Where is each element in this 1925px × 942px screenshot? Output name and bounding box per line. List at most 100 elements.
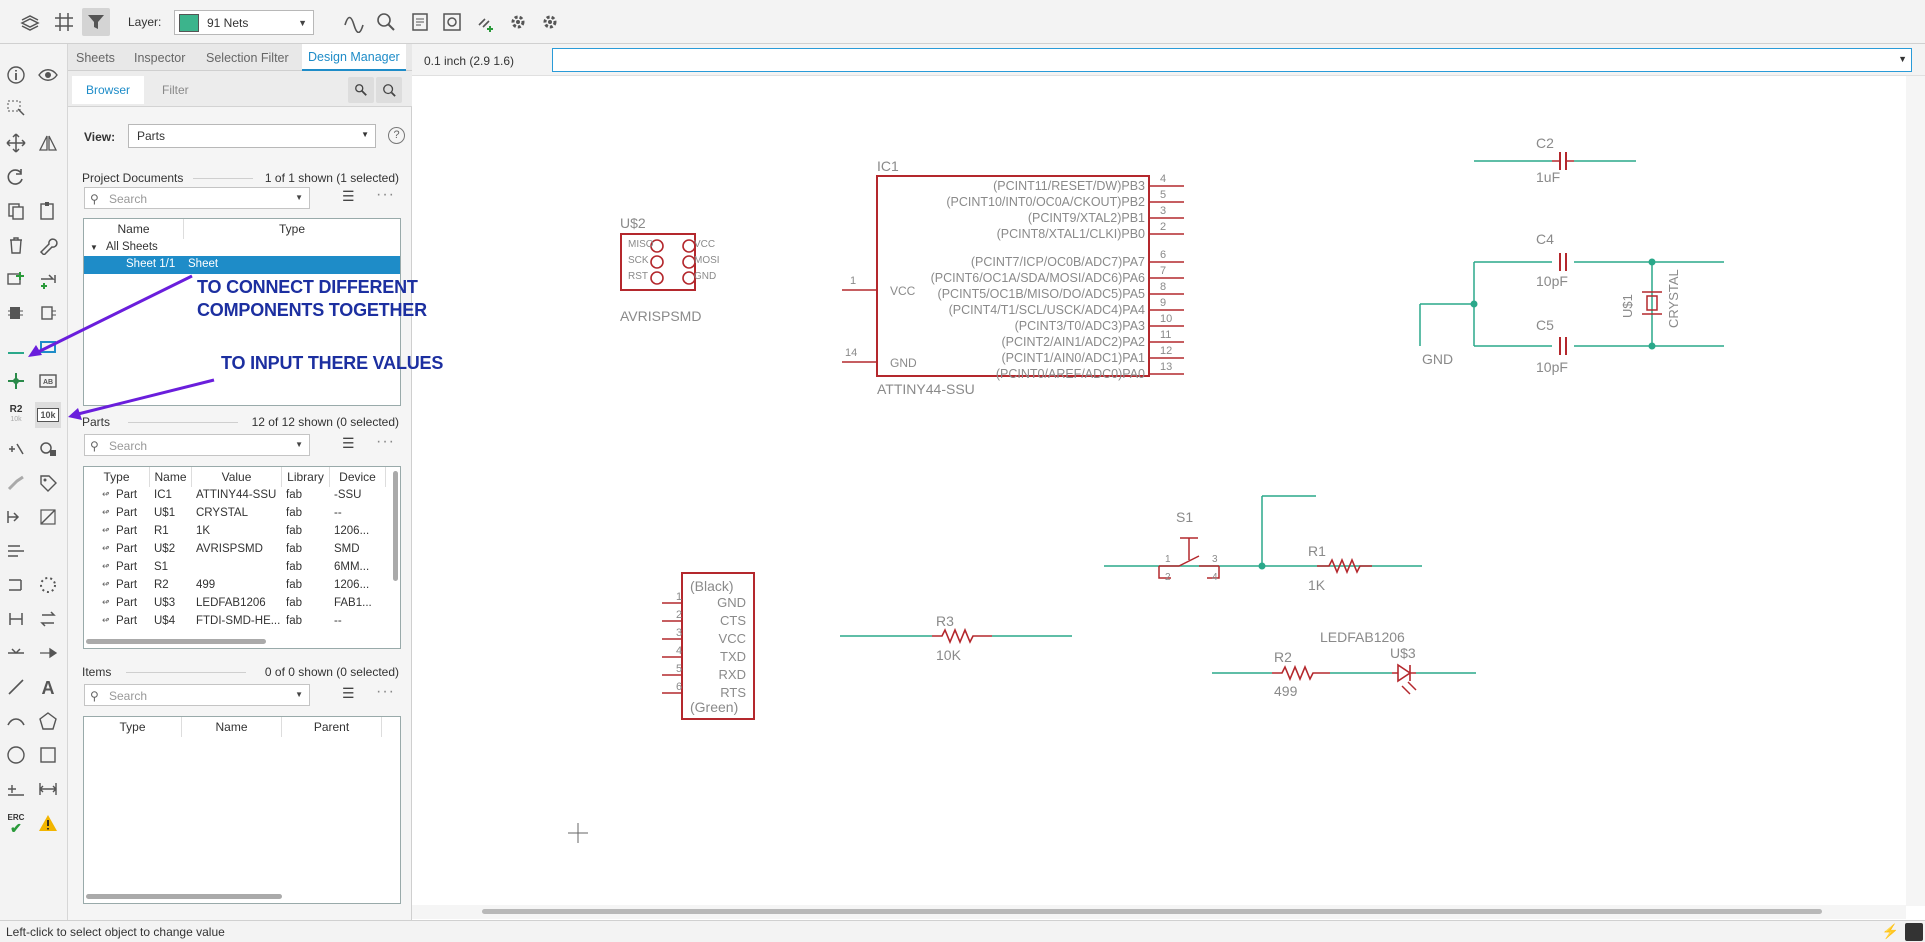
script-icon[interactable] [406,8,434,36]
more-icon[interactable]: ··· [376,433,395,450]
r1-part[interactable]: R1 1K [1308,543,1372,593]
line-icon[interactable] [3,674,29,700]
tab-sheets[interactable]: Sheets [76,50,115,65]
r2-led-circuit[interactable]: R2 499 U$3 LEDFAB1206 [1212,629,1476,699]
select-in-canvas-icon[interactable] [348,77,374,103]
label-icon[interactable]: AB [35,368,61,394]
column-header-type[interactable]: Type [84,467,150,487]
view-select[interactable]: Parts▼ [128,124,376,148]
list-options-icon[interactable]: ☰ [342,435,355,451]
r3-part[interactable]: R3 10K [840,613,1072,663]
copy-icon[interactable] [3,198,29,224]
zoom-icon[interactable] [372,8,400,36]
tab-inspector[interactable]: Inspector [134,50,186,65]
ulp-icon[interactable] [438,8,466,36]
gate-swap-icon[interactable] [3,300,29,326]
items-search[interactable]: ⚲Search▼ [84,684,310,706]
tab-selection-filter[interactable]: Selection Filter [206,50,289,65]
net-icon[interactable] [3,334,29,360]
grid-icon[interactable] [50,8,78,36]
attribute-icon[interactable] [3,436,29,462]
pinswap-icon[interactable] [3,606,29,632]
join-icon[interactable] [3,640,29,666]
column-header-library[interactable]: Library [282,467,330,487]
more-icon[interactable]: ··· [376,683,395,700]
mark-icon[interactable] [3,776,29,802]
arc-icon[interactable] [3,708,29,734]
project-documents-search[interactable]: ⚲Search▼ [84,187,310,209]
circle-dots-icon[interactable] [35,572,61,598]
polygon-icon[interactable] [35,708,61,734]
value-tool-icon[interactable]: 10k [35,402,61,428]
column-header-device[interactable]: Device [330,467,386,487]
link-add-icon[interactable] [472,8,500,36]
u2-part[interactable]: U$2 AVRISPSMD MISO SCK RST VCC MOSI GND [620,215,720,324]
slice-icon[interactable] [35,504,61,530]
horizontal-scrollbar[interactable] [86,639,266,644]
s1-part[interactable]: S1 1 2 3 4 [1104,495,1422,583]
horizontal-scrollbar[interactable] [86,894,282,899]
text-icon[interactable]: A [35,674,61,700]
add-part-icon[interactable] [3,266,29,292]
delete-icon[interactable] [3,232,29,258]
swap-icon[interactable] [35,606,61,632]
warning-icon[interactable] [35,810,61,836]
curve-icon[interactable] [340,8,368,36]
select-group-icon[interactable] [3,96,29,122]
junction-icon[interactable] [3,368,29,394]
vertical-scrollbar[interactable] [393,471,398,581]
rectangle-icon[interactable] [35,742,61,768]
mirror-icon[interactable] [35,130,61,156]
crystal-circuit[interactable]: C4 10pF C5 10pF U$1 CRYSTAL GND [1419,231,1724,375]
route-icon[interactable] [3,572,29,598]
layer-select[interactable]: 91 Nets ▼ [174,10,314,35]
column-header-parent[interactable]: Parent [282,717,382,737]
column-header-value[interactable]: Value [192,467,282,487]
column-header-name[interactable]: Name [150,467,192,487]
tree-group[interactable]: ▼All Sheets [84,239,400,257]
miter-icon[interactable] [3,470,29,496]
canvas-vertical-scrollbar[interactable] [1906,76,1925,906]
replace-icon[interactable] [35,266,61,292]
column-header-name[interactable]: Name [84,219,184,239]
subtab-browser[interactable]: Browser [72,76,145,104]
canvas-horizontal-scrollbar[interactable] [412,905,1906,919]
list-options-icon[interactable]: ☰ [342,188,355,204]
more-icon[interactable]: ··· [376,186,395,203]
bend-icon[interactable] [35,640,61,666]
scroll-thumb[interactable] [482,909,1822,914]
subtab-filter[interactable]: Filter [162,83,189,97]
wrench-icon[interactable] [35,232,61,258]
layers-icon[interactable] [16,8,44,36]
move-icon[interactable] [3,130,29,156]
invoke-icon[interactable] [35,300,61,326]
rotate-icon[interactable] [3,164,29,190]
help-icon[interactable]: ? [388,127,405,144]
bus-icon[interactable] [35,334,61,360]
circle-icon[interactable] [3,742,29,768]
info-icon[interactable] [3,62,29,88]
c2-part[interactable]: C2 1uF [1474,135,1636,185]
settings2-icon[interactable] [536,8,564,36]
lightning-icon[interactable]: ⚡ [1881,923,1899,939]
column-header-type[interactable]: Type [84,717,182,737]
settings-icon[interactable] [504,8,532,36]
command-line-input[interactable]: ▼ [552,48,1912,72]
schematic-canvas[interactable]: U$2 AVRISPSMD MISO SCK RST VCC MOSI GND … [412,76,1912,906]
tag-icon[interactable] [35,470,61,496]
erc-icon[interactable]: ERC✔ [7,813,25,836]
align-icon[interactable] [3,538,29,564]
notification-icon[interactable] [1905,923,1923,941]
column-header-type[interactable]: Type [278,222,305,236]
column-header-name[interactable]: Name [182,717,282,737]
eye-icon[interactable] [35,62,61,88]
paste-icon[interactable] [35,198,61,224]
